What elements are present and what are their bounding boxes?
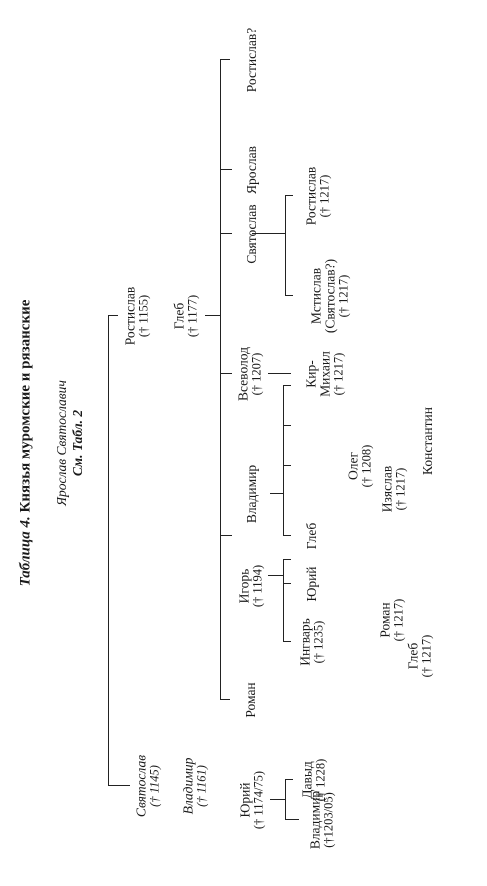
root-bar: [108, 316, 110, 786]
gleb-stem: [205, 314, 220, 316]
igor-sons-bar: [283, 560, 285, 642]
table-title: Таблица 4. Князья муромские и рязанские: [18, 300, 35, 587]
child-stem: [283, 464, 291, 466]
table-title-text: Князья муромские и рязанские: [17, 299, 34, 513]
person-vladimir: Владимир: [243, 464, 259, 524]
igor-stem: [268, 574, 283, 576]
child-stem: [283, 558, 291, 560]
person-yuri: Юрий(† 1174/75): [237, 770, 266, 830]
vladimir-stem: [270, 492, 283, 494]
child-stem: [285, 294, 293, 296]
child-stem: [283, 424, 291, 426]
yuri-stem: [270, 798, 285, 800]
person-gleb-2: Глеб(† 1217): [405, 634, 434, 678]
child-stem: [283, 582, 291, 584]
person-rostislav-question: Ростислав?: [243, 27, 259, 93]
child-stem: [283, 384, 291, 386]
person-kir-mikhail: Кир-Михаил(† 1217): [303, 351, 346, 397]
person-roman: Роман: [242, 682, 258, 718]
person-ingvar: Ингварь(† 1235): [297, 618, 326, 666]
root-stem: [108, 314, 118, 316]
child-stem: [283, 534, 291, 536]
root-reference: См. Табл. 2: [70, 409, 85, 477]
yuri-sons-bar: [285, 780, 287, 820]
child-stem: [220, 232, 232, 234]
person-svyatoslav-2: Святослав: [243, 204, 259, 264]
person-konstantin: Константин: [419, 407, 435, 475]
person-svyatoslav: Святослав(† 1145): [133, 754, 162, 818]
root-stem: [108, 784, 130, 786]
child-stem: [220, 58, 230, 60]
person-davyd: Давыд(† 1228): [299, 758, 328, 802]
person-izyaslav: Изяслав(† 1217): [379, 465, 408, 513]
svyatoslav-sons-bar: [285, 196, 287, 296]
person-vladimir-1161: Владимир(† 1161): [180, 757, 209, 815]
person-gleb-3: Глеб: [303, 522, 319, 550]
child-stem: [220, 698, 230, 700]
table-number: Таблица 4.: [17, 516, 34, 587]
person-igor: Игорь(† 1194): [236, 564, 265, 608]
person-mstislav: Мстислав(Святослав?)(† 1217): [308, 258, 351, 334]
child-stem: [220, 372, 232, 374]
child-stem: [285, 818, 299, 820]
person-roman-2: Роман(† 1217): [377, 598, 406, 642]
child-stem: [220, 168, 232, 170]
root-ancestor: Ярослав Святославич: [54, 380, 69, 506]
vsevolod-stem: [268, 372, 291, 374]
person-yuri-2: Юрий: [303, 566, 319, 602]
person-rostislav-1155: Ростислав(† 1155): [122, 286, 151, 346]
vladimir-sons-bar: [283, 386, 285, 536]
child-stem: [285, 778, 293, 780]
person-yaroslav: Ярослав: [243, 146, 259, 194]
gleb-sons-bar: [220, 60, 222, 700]
child-stem: [283, 640, 291, 642]
child-stem: [220, 534, 232, 536]
person-gleb-1177: Глеб(† 1177): [171, 294, 200, 338]
child-stem: [285, 194, 293, 196]
person-rostislav-1217: Ростислав(† 1217): [303, 166, 332, 226]
person-oleg: Олег(† 1208): [345, 444, 374, 488]
person-vsevolod: Всеволод(† 1207): [235, 347, 264, 401]
